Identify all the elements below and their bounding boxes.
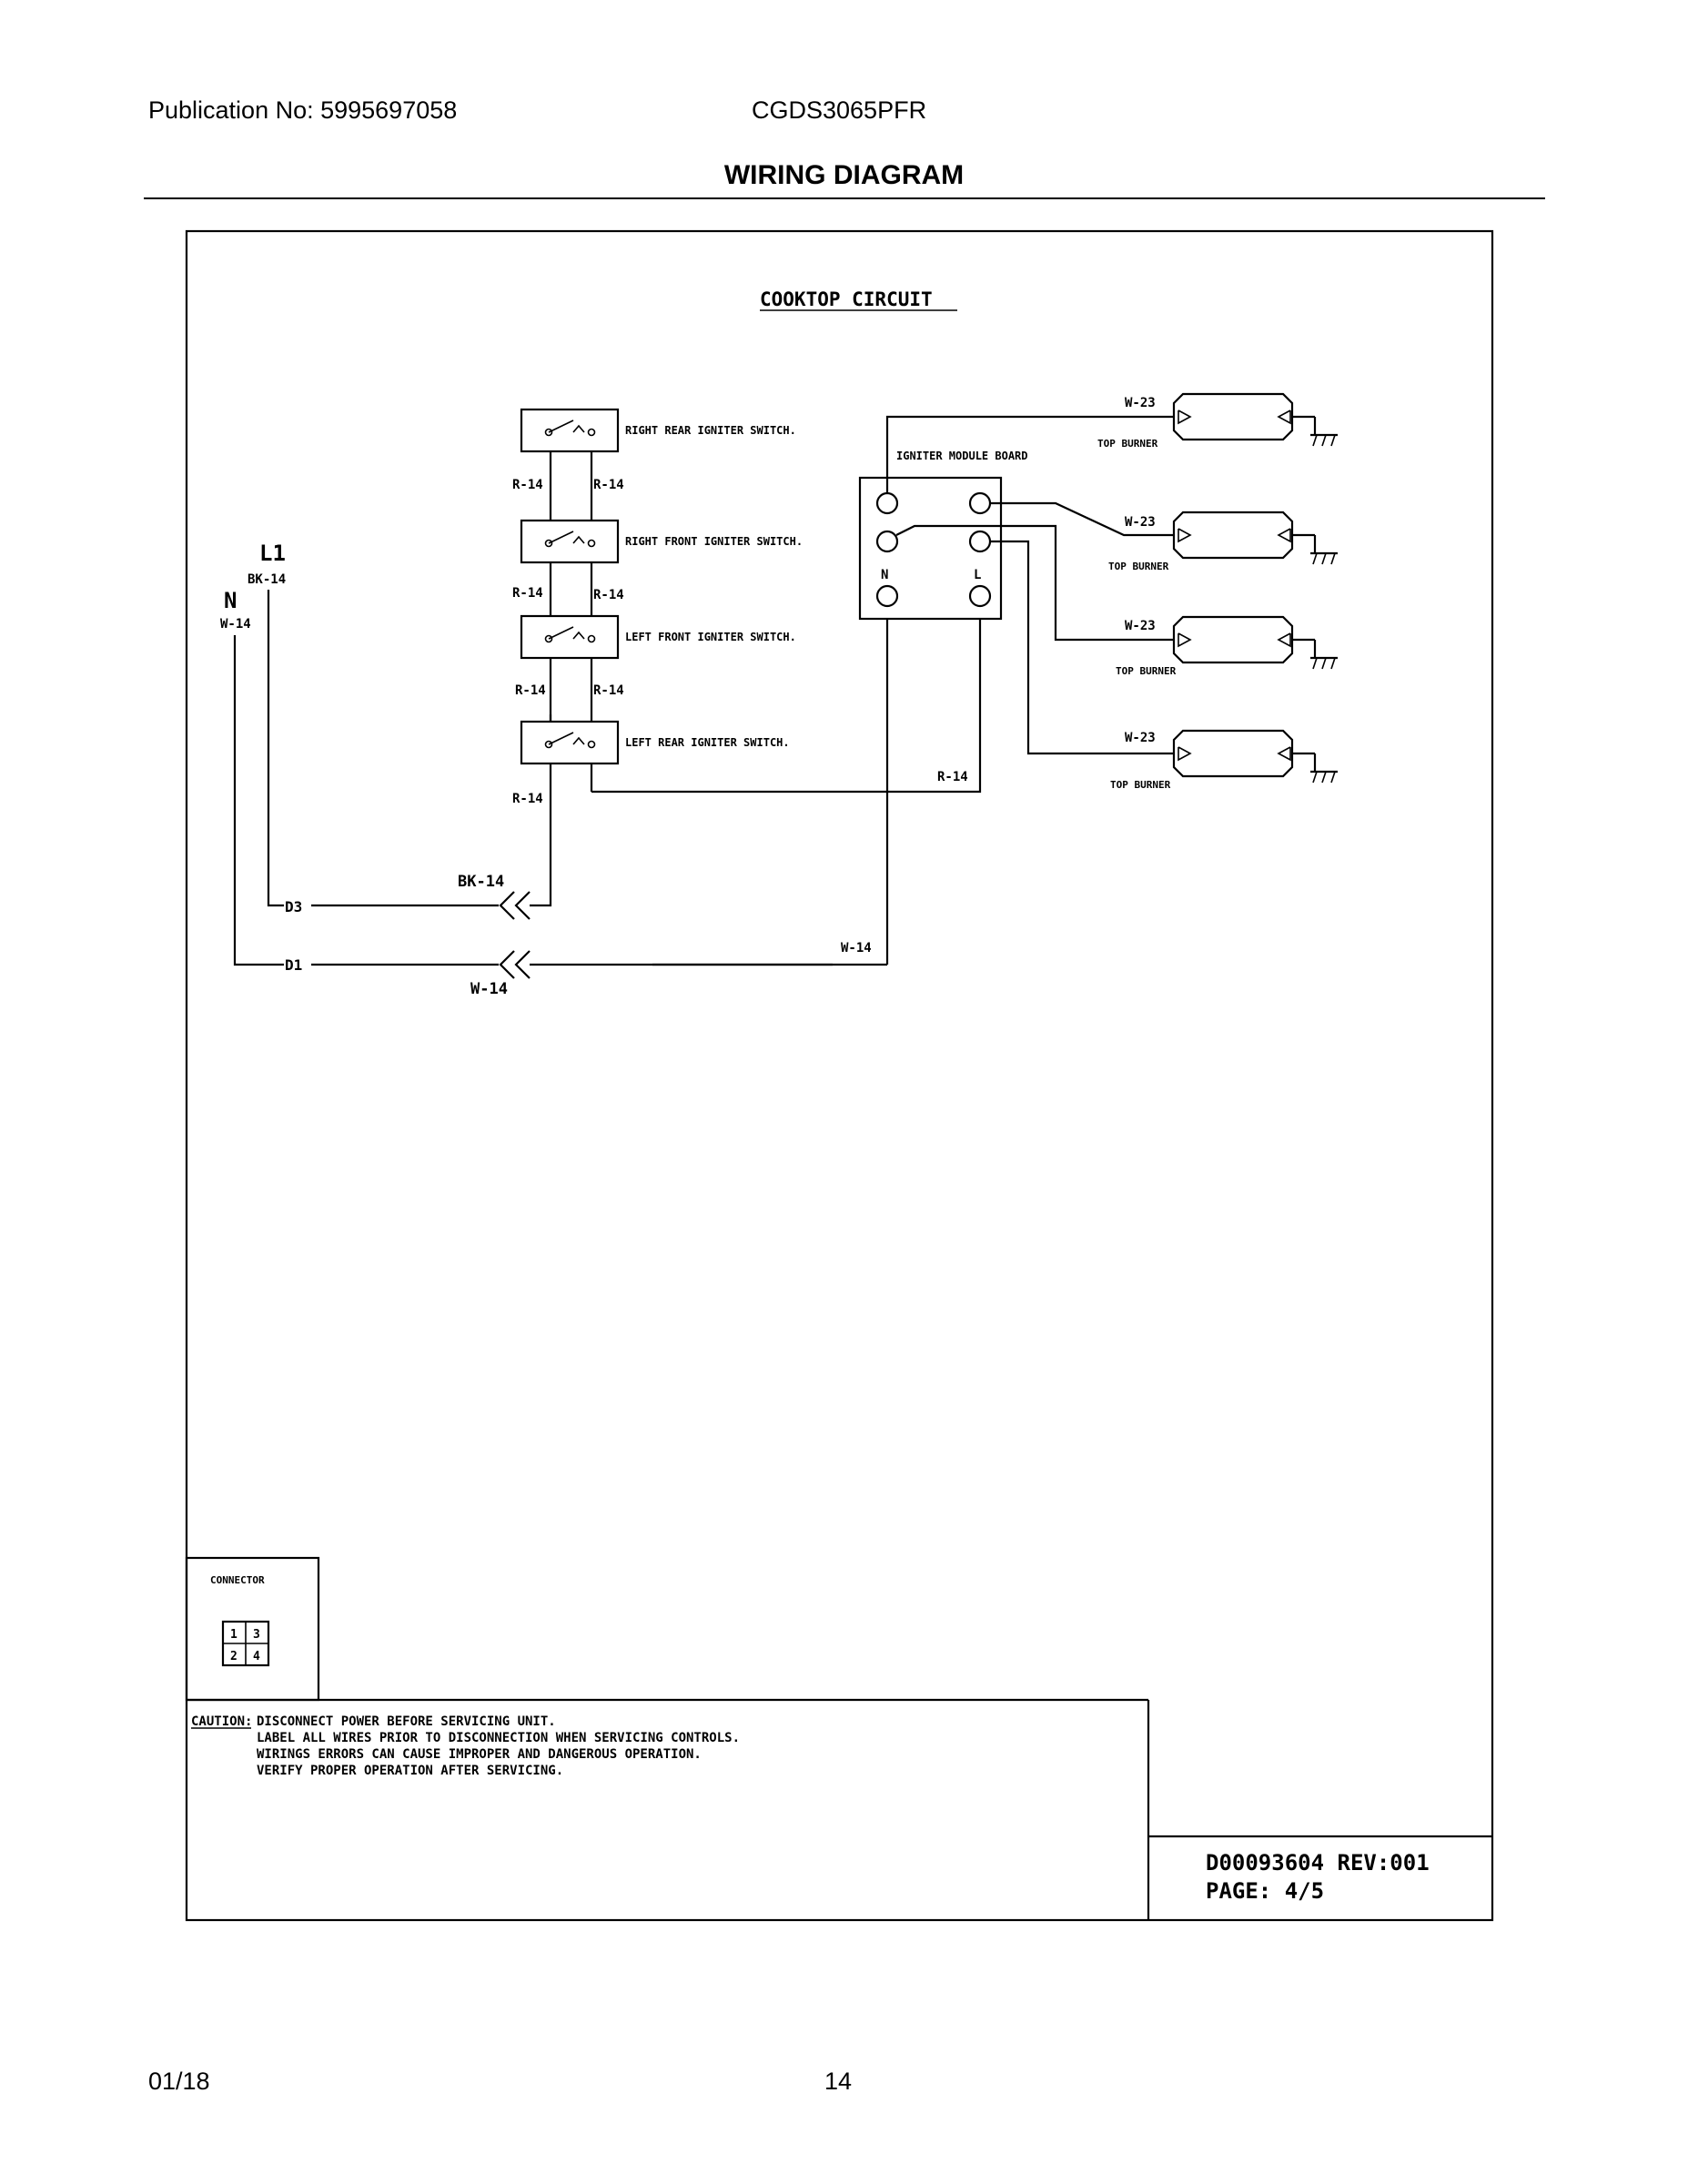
- label-module-l: L: [974, 568, 981, 582]
- connector-pin-2: 2: [230, 1650, 238, 1663]
- wire-switches-to-module: [591, 546, 982, 794]
- caution-line-1: DISCONNECT POWER BEFORE SERVICING UNIT.: [257, 1714, 556, 1729]
- label-d3-wire: BK-14: [458, 873, 504, 891]
- label-right-rear-switch: RIGHT REAR IGNITER SWITCH.: [625, 424, 796, 437]
- switch-right-rear: [520, 408, 620, 453]
- switch-right-front: [520, 519, 620, 564]
- module-terminal-l: [968, 584, 992, 608]
- top-burner-1: [1172, 392, 1338, 447]
- top-burner-2: [1172, 511, 1338, 565]
- caution-heading: CAUTION:: [191, 1714, 252, 1729]
- wire-burner-4: [990, 540, 1174, 755]
- label-top-burner-2: TOP BURNER: [1108, 561, 1169, 572]
- doc-number: D00093604 REV:001: [1206, 1850, 1430, 1876]
- label-w23-3: W-23: [1125, 619, 1156, 633]
- wire-n: [233, 635, 284, 966]
- connector-pin-3: 3: [253, 1628, 260, 1642]
- circuit-title: COOKTOP CIRCUIT: [760, 288, 933, 310]
- top-burner-4: [1172, 729, 1338, 784]
- label-r14-a: R-14: [512, 478, 543, 492]
- label-l1-wire: BK-14: [248, 572, 286, 587]
- label-w23-4: W-23: [1125, 731, 1156, 745]
- model-number: CGDS3065PFR: [752, 96, 927, 124]
- wire-l1: [267, 590, 284, 907]
- label-n-wire: W-14: [220, 617, 251, 632]
- label-top-burner-4: TOP BURNER: [1110, 779, 1171, 791]
- module-terminal-3: [875, 530, 899, 553]
- label-r14-f: R-14: [593, 683, 624, 698]
- page-title: WIRING DIAGRAM: [723, 160, 965, 190]
- top-burner-3: [1172, 615, 1338, 670]
- label-w23-1: W-23: [1125, 396, 1156, 410]
- label-igniter-module: IGNITER MODULE BOARD: [896, 450, 1028, 462]
- wire-burner-3: [895, 524, 1174, 642]
- header-divider: [144, 197, 1545, 199]
- label-r14-g: R-14: [512, 792, 543, 806]
- label-n: N: [224, 588, 237, 613]
- label-l1: L1: [259, 541, 286, 566]
- publication-number: Publication No: 5995697058: [148, 96, 458, 124]
- wire-d3-to-switches: [530, 714, 552, 907]
- label-d1-wire: W-14: [470, 980, 508, 998]
- diagram-frame: [185, 229, 1494, 1922]
- switch-left-rear: [520, 720, 620, 765]
- caution-line-3: WIRINGS ERRORS CAN CAUSE IMPROPER AND DA…: [257, 1747, 702, 1762]
- wire-burner-1: [885, 415, 1174, 493]
- connector-d3-left: [499, 891, 515, 920]
- footer-date: 01/18: [148, 2068, 210, 2095]
- footer-page-number: 14: [824, 2068, 853, 2095]
- label-left-front-switch: LEFT FRONT IGNITER SWITCH.: [625, 631, 796, 643]
- connector-pin-4: 4: [253, 1650, 260, 1663]
- label-d1: D1: [285, 956, 302, 974]
- label-right-front-switch: RIGHT FRONT IGNITER SWITCH.: [625, 535, 803, 548]
- connector-d1-left: [499, 950, 515, 979]
- label-connector: CONNECTOR: [210, 1574, 265, 1586]
- label-r14-e: R-14: [515, 683, 546, 698]
- label-top-burner-3: TOP BURNER: [1116, 665, 1177, 677]
- label-w23-2: W-23: [1125, 515, 1156, 530]
- connector-d1-right: [514, 950, 531, 979]
- caution-line-4: VERIFY PROPER OPERATION AFTER SERVICING.: [257, 1764, 563, 1778]
- label-r14-d: R-14: [593, 588, 624, 602]
- label-w14-module: W-14: [841, 941, 872, 956]
- label-r14-module: R-14: [937, 770, 968, 784]
- label-top-burner-1: TOP BURNER: [1097, 438, 1158, 450]
- wire-burner-2: [990, 501, 1174, 537]
- label-r14-c: R-14: [512, 586, 543, 601]
- label-r14-b: R-14: [593, 478, 624, 492]
- connector-pin-1: 1: [230, 1628, 238, 1642]
- label-d3: D3: [285, 898, 302, 915]
- switch-left-front: [520, 614, 620, 660]
- igniter-module-board: [858, 476, 1003, 621]
- caution-line-2: LABEL ALL WIRES PRIOR TO DISCONNECTION W…: [257, 1731, 740, 1745]
- label-module-n: N: [881, 568, 888, 582]
- module-terminal-n: [875, 584, 899, 608]
- connector-d3-right: [514, 891, 531, 920]
- doc-page: PAGE: 4/5: [1206, 1878, 1324, 1904]
- label-left-rear-switch: LEFT REAR IGNITER SWITCH.: [625, 736, 790, 749]
